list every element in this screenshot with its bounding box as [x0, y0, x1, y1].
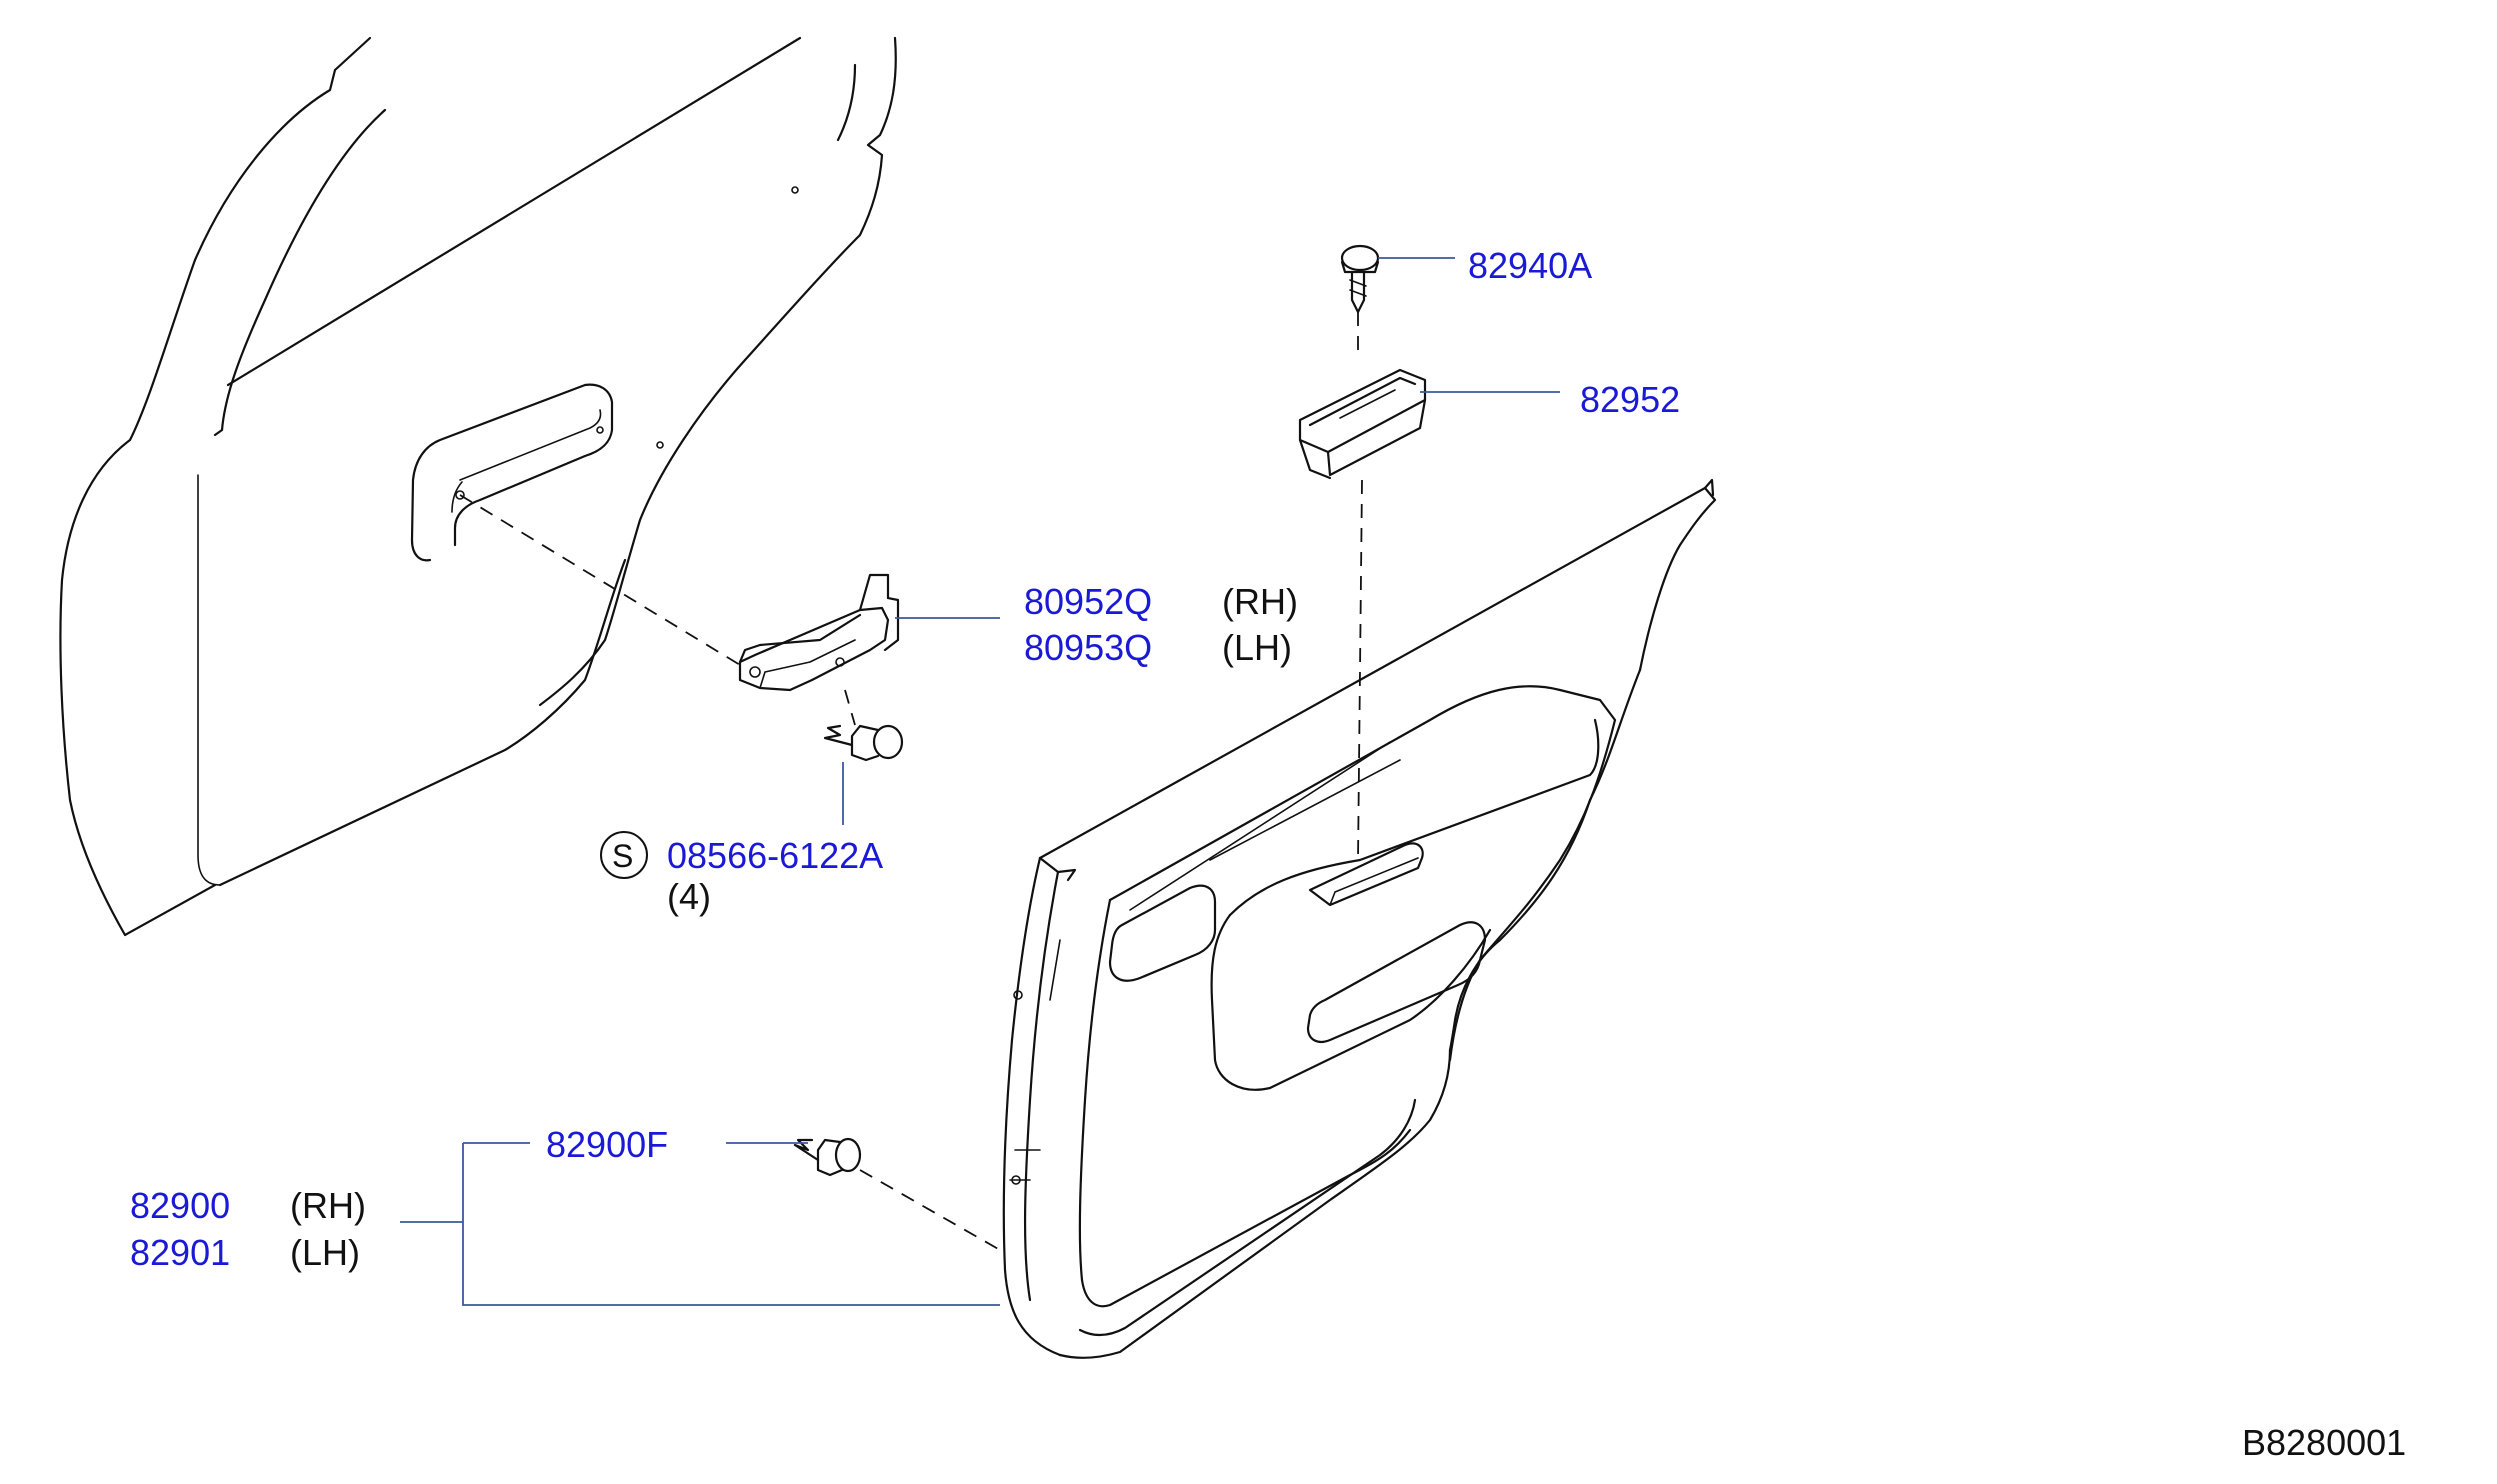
side-lh-trim: (LH): [290, 1232, 360, 1273]
part-number-82952[interactable]: 82952: [1580, 379, 1680, 420]
part-number-80953q[interactable]: 80953Q: [1024, 627, 1152, 668]
side-lh-bracket: (LH): [1222, 627, 1292, 668]
screw-symbol-circle: [600, 831, 648, 879]
door-trim-panel: [1002, 478, 1717, 1359]
part-number-82901[interactable]: 82901: [130, 1232, 230, 1273]
screw-drawing: [823, 724, 904, 762]
diagram-id: B8280001: [2242, 1422, 2406, 1463]
part-number-80952q[interactable]: 80952Q: [1024, 581, 1152, 622]
leader-lines: [400, 257, 1560, 1306]
part-number-82900f[interactable]: 82900F: [546, 1124, 668, 1165]
screw-quantity: (4): [667, 876, 711, 917]
part-number-82940a[interactable]: 82940A: [1468, 245, 1592, 286]
side-rh-trim: (RH): [290, 1185, 366, 1226]
assembly-lines: [459, 312, 1363, 1251]
part-number-82900[interactable]: 82900: [130, 1185, 230, 1226]
side-rh-bracket: (RH): [1222, 581, 1298, 622]
clip-82940a-drawing: [1340, 244, 1380, 314]
part-number-08566-6122a[interactable]: 08566-6122A: [667, 835, 883, 876]
screw-symbol: S: [612, 838, 633, 874]
clip-82900f-drawing: [793, 1137, 862, 1177]
door-inner-panel: [59, 36, 897, 937]
pocket-82952-drawing: [1298, 368, 1427, 480]
bracket-drawing: [738, 573, 900, 692]
